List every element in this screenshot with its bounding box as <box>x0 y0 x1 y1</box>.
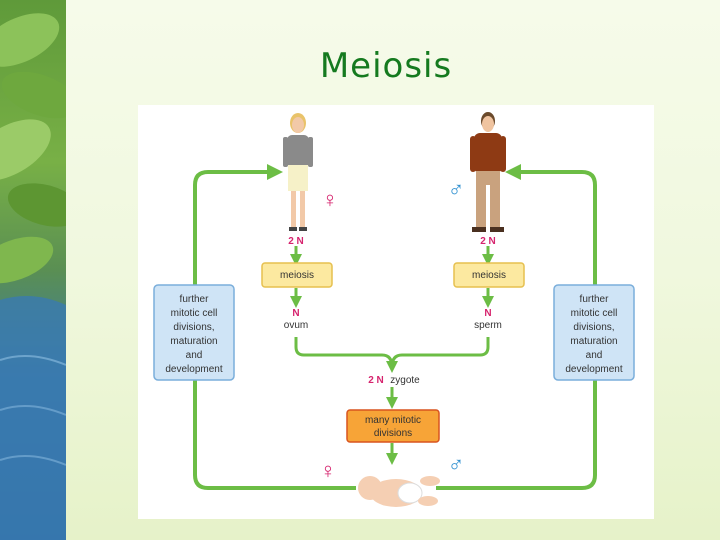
mitotic-line-2: divisions <box>374 428 412 439</box>
zygote-label: zygote <box>390 375 420 386</box>
development-right-line-1: further <box>580 294 610 305</box>
female-symbol-offspring: ♀ <box>320 458 337 483</box>
development-left-line-1: further <box>180 294 210 305</box>
meiosis-label-male: meiosis <box>472 270 506 281</box>
male-symbol: ♂ <box>448 177 465 202</box>
baby-figure <box>358 476 440 507</box>
mitotic-divisions-box <box>346 409 440 443</box>
sperm-ploidy-label: N <box>484 308 491 319</box>
decorative-leaf-sidebar <box>0 0 66 540</box>
meiosis-label-female: meiosis <box>280 270 314 281</box>
ovum-label: ovum <box>284 320 308 331</box>
zygote-ploidy-label: 2 N <box>368 375 384 386</box>
sperm-label: sperm <box>474 320 502 331</box>
meiosis-box-male <box>453 262 525 288</box>
slide-title: Meiosis <box>319 46 453 86</box>
development-right-line-6: development <box>565 364 622 375</box>
development-left-line-5: and <box>186 350 203 361</box>
development-left-line-4: maturation <box>170 336 217 347</box>
meiosis-box-female <box>261 262 333 288</box>
development-right-line-4: maturation <box>570 336 617 347</box>
ovum-ploidy-label: N <box>292 308 299 319</box>
development-box-left <box>153 284 235 381</box>
leaf-water-background <box>0 13 66 540</box>
male-ploidy-label: 2 N <box>480 236 496 247</box>
male-symbol-offspring: ♂ <box>448 452 465 477</box>
adult-male-figure <box>470 112 506 232</box>
female-ploidy-label: 2 N <box>288 236 304 247</box>
development-right-line-5: and <box>586 350 603 361</box>
development-box-right <box>553 284 635 381</box>
mitotic-line-1: many mitotic <box>365 415 421 426</box>
development-right-line-2: mitotic cell <box>571 308 618 319</box>
meiosis-fertilization-arrows <box>290 246 494 465</box>
life-cycle-diagram: ♀ ♂ ♀ ♂ 2 N 2 N meiosis meiosis N ovum N… <box>138 105 654 519</box>
adult-female-figure <box>283 113 313 231</box>
development-right-line-3: divisions, <box>573 322 614 333</box>
female-symbol: ♀ <box>322 187 339 212</box>
development-left-line-2: mitotic cell <box>171 308 218 319</box>
development-left-line-6: development <box>165 364 222 375</box>
development-left-line-3: divisions, <box>173 322 214 333</box>
